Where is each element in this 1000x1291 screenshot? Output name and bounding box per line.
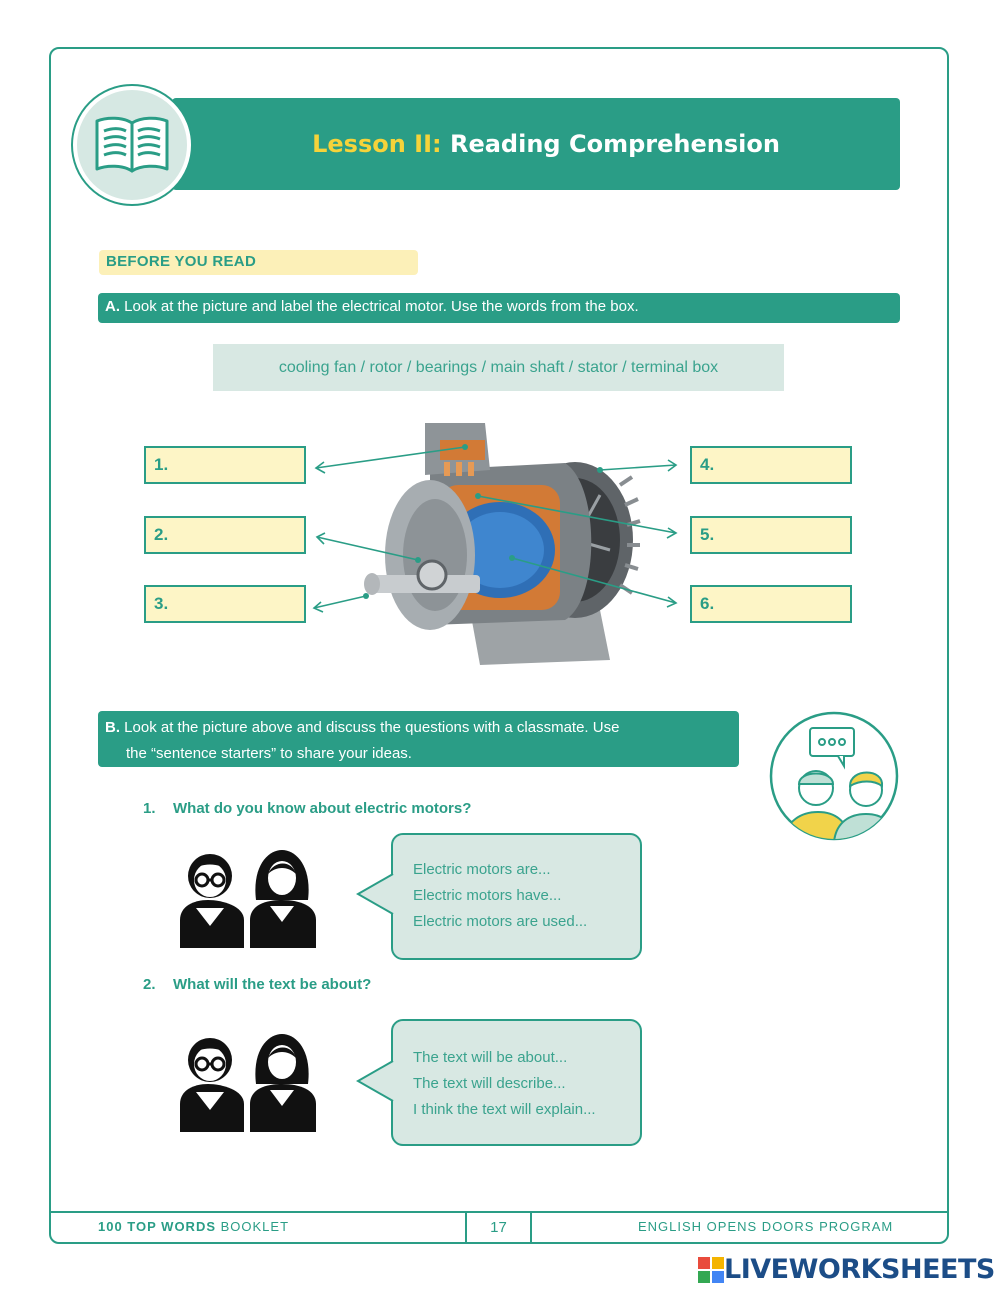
label-box-1[interactable]: 1. bbox=[144, 446, 306, 484]
instruction-b-text1: Look at the picture above and discuss th… bbox=[120, 719, 620, 736]
question-1-number: 1. bbox=[143, 800, 156, 817]
footer-booklet-bold: 100 TOP WORDS bbox=[98, 1219, 216, 1234]
starter-1-3: Electric motors are used... bbox=[413, 913, 588, 930]
liveworksheets-watermark[interactable]: LIVEWORKSHEETS bbox=[698, 1254, 995, 1285]
starter-2-3: I think the text will explain... bbox=[413, 1101, 596, 1118]
liveworksheets-text: LIVEWORKSHEETS bbox=[724, 1254, 995, 1285]
speech-bubble-2: The text will be about... The text will … bbox=[391, 1019, 642, 1146]
question-2-text: What will the text be about? bbox=[173, 976, 372, 993]
instruction-a-text: Look at the picture and label the electr… bbox=[120, 298, 639, 315]
label-box-6[interactable]: 6. bbox=[690, 585, 852, 623]
lesson-title-text: Reading Comprehension bbox=[441, 130, 780, 158]
question-2: 2. What will the text be about? bbox=[143, 976, 371, 993]
instruction-a: A. Look at the picture and label the ele… bbox=[98, 293, 900, 323]
lesson-prefix: Lesson II: bbox=[312, 130, 442, 158]
speech-bubble-2-tail bbox=[356, 1060, 394, 1102]
lesson-banner: Lesson II: Reading Comprehension bbox=[172, 98, 900, 190]
students-icon-1 bbox=[180, 850, 316, 948]
starter-1-1: Electric motors are... bbox=[413, 861, 551, 878]
question-2-number: 2. bbox=[143, 976, 156, 993]
question-1: 1. What do you know about electric motors… bbox=[143, 800, 471, 817]
open-book-icon bbox=[73, 86, 191, 204]
instruction-b: B. Look at the picture above and discuss… bbox=[98, 711, 739, 767]
instruction-a-letter: A. bbox=[105, 298, 120, 315]
liveworksheets-logo-icon bbox=[698, 1256, 724, 1283]
page-frame bbox=[49, 47, 949, 1244]
starter-2-2: The text will describe... bbox=[413, 1075, 566, 1092]
label-box-2[interactable]: 2. bbox=[144, 516, 306, 554]
lesson-title: Lesson II: Reading Comprehension bbox=[312, 130, 780, 158]
label-box-3[interactable]: 3. bbox=[144, 585, 306, 623]
speech-bubble-1-tail bbox=[356, 873, 394, 915]
starter-2-1: The text will be about... bbox=[413, 1049, 568, 1066]
label-box-4[interactable]: 4. bbox=[690, 446, 852, 484]
before-you-read-heading: BEFORE YOU READ bbox=[99, 250, 418, 275]
starter-1-2: Electric motors have... bbox=[413, 887, 562, 904]
word-box: cooling fan / rotor / bearings / main sh… bbox=[213, 344, 784, 391]
instruction-b-line2: the “sentence starters” to share your id… bbox=[126, 745, 412, 762]
footer-program-name: ENGLISH OPENS DOORS PROGRAM bbox=[638, 1219, 894, 1234]
question-1-text: What do you know about electric motors? bbox=[173, 800, 472, 817]
discussion-icon bbox=[769, 711, 899, 841]
page-number: 17 bbox=[465, 1211, 532, 1244]
label-leader-lines bbox=[312, 444, 678, 613]
footer-booklet-rest: BOOKLET bbox=[216, 1219, 290, 1234]
label-box-5[interactable]: 5. bbox=[690, 516, 852, 554]
instruction-b-letter: B. bbox=[105, 719, 120, 736]
students-icon-2 bbox=[180, 1034, 316, 1132]
footer-booklet-title: 100 TOP WORDS BOOKLET bbox=[98, 1219, 289, 1234]
footer-divider bbox=[49, 1211, 949, 1213]
instruction-b-line1: B. Look at the picture above and discuss… bbox=[105, 715, 729, 741]
electric-motor-illustration bbox=[364, 423, 641, 665]
speech-bubble-1: Electric motors are... Electric motors h… bbox=[391, 833, 642, 960]
